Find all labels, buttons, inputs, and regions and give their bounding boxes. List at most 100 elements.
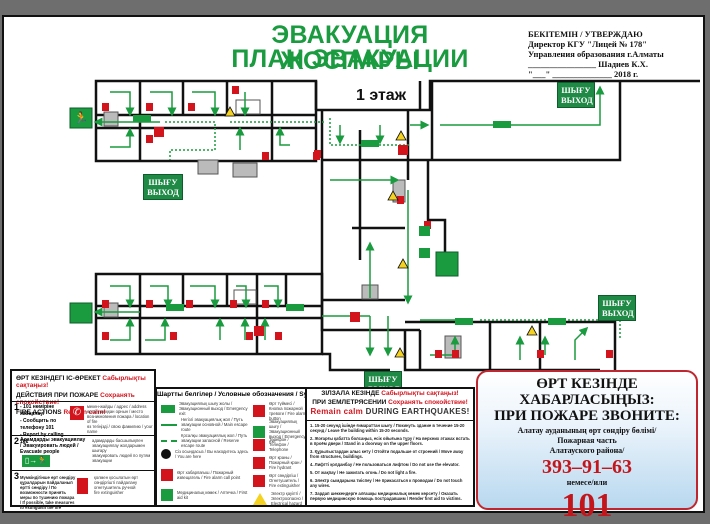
fire-extinguisher-icon	[170, 332, 177, 340]
earthquake-heading: ЗІЛЗАЛА КЕЗІНДЕ Сабырлықты сақтаңыз! ПРИ…	[307, 390, 473, 416]
electrical-hazard-markers	[224, 106, 538, 358]
warning-icon	[395, 130, 407, 141]
exit-label-kz: ШЫҒУ	[602, 298, 632, 308]
legend-item: Өрт хабарлағыш / Пожарный извещатель / F…	[161, 469, 249, 481]
first-aid-markers	[419, 226, 430, 258]
earthquake-step: 6. Электр сымдарына тиіспеу / Не прикаса…	[310, 478, 463, 488]
title-kz: ЭВАКУАЦИЯ ЖОСПАРЫ	[271, 21, 429, 75]
legend-panel: Шартты белгілер / Условные обозначения /…	[155, 387, 327, 507]
fire-extinguisher-icon	[232, 86, 239, 94]
step-text: - 101 нөміріне хабарлау/	[20, 404, 55, 417]
or-label: немесе/или	[566, 478, 608, 487]
fire-extinguisher-icon	[230, 300, 237, 308]
calm-kz: Сабырлықты сақтаңыз!	[16, 375, 146, 389]
heading-en: FIRE ACTIONS	[16, 409, 62, 416]
exit-label-ru: ВЫХОД	[602, 308, 634, 318]
step-number: 3	[14, 471, 20, 481]
you-are-here-icon	[161, 449, 171, 459]
floor-label: 1 этаж	[356, 87, 407, 104]
heading-ru: ДЕЙСТВИЯ ПРИ ПОЖАРЕ	[16, 392, 99, 399]
earthquake-panel: ЗІЛЗАЛА КЕЗІНДЕ Сабырлықты сақтаңыз! ПРИ…	[305, 387, 475, 507]
step-number: 1	[14, 402, 20, 412]
exit-label-ru: ВЫХОД	[561, 95, 593, 105]
approval-line: БЕКІТЕМІН / УТВЕРЖДАЮ	[528, 29, 643, 39]
calm-kz: Сабырлықты сақтаңыз!	[381, 390, 459, 397]
fire-extinguisher-icon	[314, 150, 321, 158]
fire-dept-ru-1: Пожарная часть	[557, 436, 617, 445]
step-text: Адамдарды эвакуациялау / Эвакуировать лю…	[20, 437, 86, 455]
call-heading-kz: ӨРТ КЕЗІНДЕ ХАБАРЛАСЫҢЫЗ:	[519, 376, 655, 408]
step-number: 2	[14, 436, 20, 446]
step-text: - Сообщить по телефону 101	[20, 418, 57, 431]
call-heading-ru: ПРИ ПОЖАРЕ ЗВОНИТЕ:	[494, 408, 680, 424]
fire-extinguisher-icon	[262, 300, 269, 308]
exit-label-kz: ШЫҒУ	[148, 177, 178, 187]
step-note: адамдарды басшылықпен эвакуациялау жолда…	[92, 438, 145, 453]
emergency-exit-icon	[69, 302, 93, 324]
fire-extinguisher-icon	[275, 332, 282, 340]
first-aid-icon	[161, 489, 173, 501]
exit-sign-lower-right: ШЫҒУ ВЫХОД	[598, 295, 636, 321]
central-block-walls	[320, 110, 447, 332]
fire-extinguisher-icon	[102, 300, 109, 308]
legend-text: Өрт түймесі / Кнопка пожарной тревоги / …	[269, 401, 307, 421]
approval-block: БЕКІТЕМІН / УТВЕРЖДАЮ Директор КГУ "Лице…	[528, 29, 664, 79]
fire-dept-ru-2: Алатауского района/	[549, 446, 625, 455]
warning-icon	[397, 258, 409, 269]
step-note: fire extinguisher	[94, 490, 124, 495]
approval-line: ________________ Шадиев К.Х.	[528, 59, 648, 69]
legend-item: Қосалқы эвакуациялық жол / Путь эвакуаци…	[161, 433, 249, 448]
exit-running-man-signs: 🏃	[69, 107, 459, 324]
exit-sign-upper-left: ШЫҒУ ВЫХОД	[143, 174, 183, 200]
emergency-exit-icon	[253, 425, 265, 438]
legend-item: Телефон / Телефон / Telephone	[253, 437, 307, 452]
step-note: қолмен қосылатын өрт сөндіргішті пайдала…	[94, 475, 139, 485]
electrical-hazard-icon	[253, 492, 267, 505]
fire-alarm-icon	[398, 145, 408, 155]
earthquake-steps: 1. 15-20 секунд ішінде ғимараттан шығу /…	[307, 420, 473, 503]
earthquake-step: 7. Зардап шеккендерге алғашқы медициналы…	[310, 491, 462, 501]
heading-kz: ӨРТ КЕЗІНДЕГІ ІС-ӘРЕКЕТ	[16, 375, 101, 382]
warning-icon	[224, 106, 236, 117]
first-aid-icon	[419, 226, 430, 236]
step-note: өрттің шыққан орнын / место возникновени…	[87, 409, 150, 424]
fire-extinguisher-icon	[253, 474, 265, 487]
exit-label-ru: ВЫХОД	[147, 187, 179, 197]
fire-hydrant-icon	[253, 456, 265, 469]
fire-actions-heading: ӨРТ КЕЗІНДЕГІ ІС-ӘРЕКЕТ Сабырлықты сақта…	[12, 371, 154, 416]
fire-extinguisher-icon	[262, 152, 269, 160]
legend-item: Электр қауіпті / Электроопасно / Electri…	[253, 491, 307, 506]
evacuation-exit-icon: ▯→🏃	[22, 455, 50, 467]
legend-title: Шартты белгілер / Условные обозначения /…	[157, 391, 327, 398]
legend-item: Эвакуациялық шығу / Эвакуационный выход …	[253, 419, 307, 444]
calm-en: Remain calm	[310, 407, 364, 416]
legend-item: Өрт краны / Пожарный кран / Fire hydrant	[253, 455, 307, 470]
legend-text: Өрт сөндіргіш / Огнетушитель / Fire exti…	[269, 473, 300, 488]
fire-alarm-icon	[254, 326, 264, 336]
legend-text: Қосалқы эвакуациялық жол / Путь эвакуаци…	[181, 433, 248, 448]
earthquake-step: 1. 15-20 секунд ішінде ғимараттан шығу /…	[310, 423, 465, 433]
telephone-icon	[253, 438, 265, 451]
fire-alarm-icon	[350, 312, 360, 322]
fire-step-1: 1 - 101 нөміріне хабарлау/ - Сообщить по…	[12, 401, 154, 445]
exit-label-kz: ШЫҒУ	[561, 85, 591, 95]
legend-text: Сіз осындасыз / Вы находитесь здесь / Yo…	[175, 449, 249, 459]
warning-icon	[526, 325, 538, 336]
fire-actions-panel: ӨРТ КЕЗІНДЕГІ ІС-ӘРЕКЕТ Сабырлықты сақта…	[10, 369, 156, 510]
fire-extinguisher-icon	[146, 300, 153, 308]
heading-kz: ЗІЛЗАЛА КЕЗІНДЕ	[321, 390, 380, 397]
earthquake-step: 4. Лифтті қолданбау / Не пользоваться ли…	[310, 462, 460, 467]
emergency-exit-icon	[69, 107, 93, 129]
emergency-number: 101	[561, 487, 613, 524]
legend-text: Эвакуациялық шығу жолы / Эвакуационный в…	[179, 401, 248, 416]
legend-item: Өрт түймесі / Кнопка пожарной тревоги / …	[253, 401, 307, 421]
step-note: өз тегіңізді / свою фамилию / your name	[87, 424, 153, 434]
fire-extinguisher-icon	[77, 478, 88, 494]
earthquake-step: 2. Жоғарғы қабатта болсаңыз, есік ойығын…	[310, 436, 470, 446]
warning-icon	[394, 347, 406, 358]
legend-text: Негізгі эвакуациялық жол / Путь эвакуаци…	[181, 417, 248, 432]
warning-icon	[387, 190, 399, 201]
legend-text: Электр қауіпті / Электроопасно / Electri…	[271, 491, 304, 506]
legend-item: Өрт сөндіргіш / Огнетушитель / Fire exti…	[253, 473, 307, 488]
